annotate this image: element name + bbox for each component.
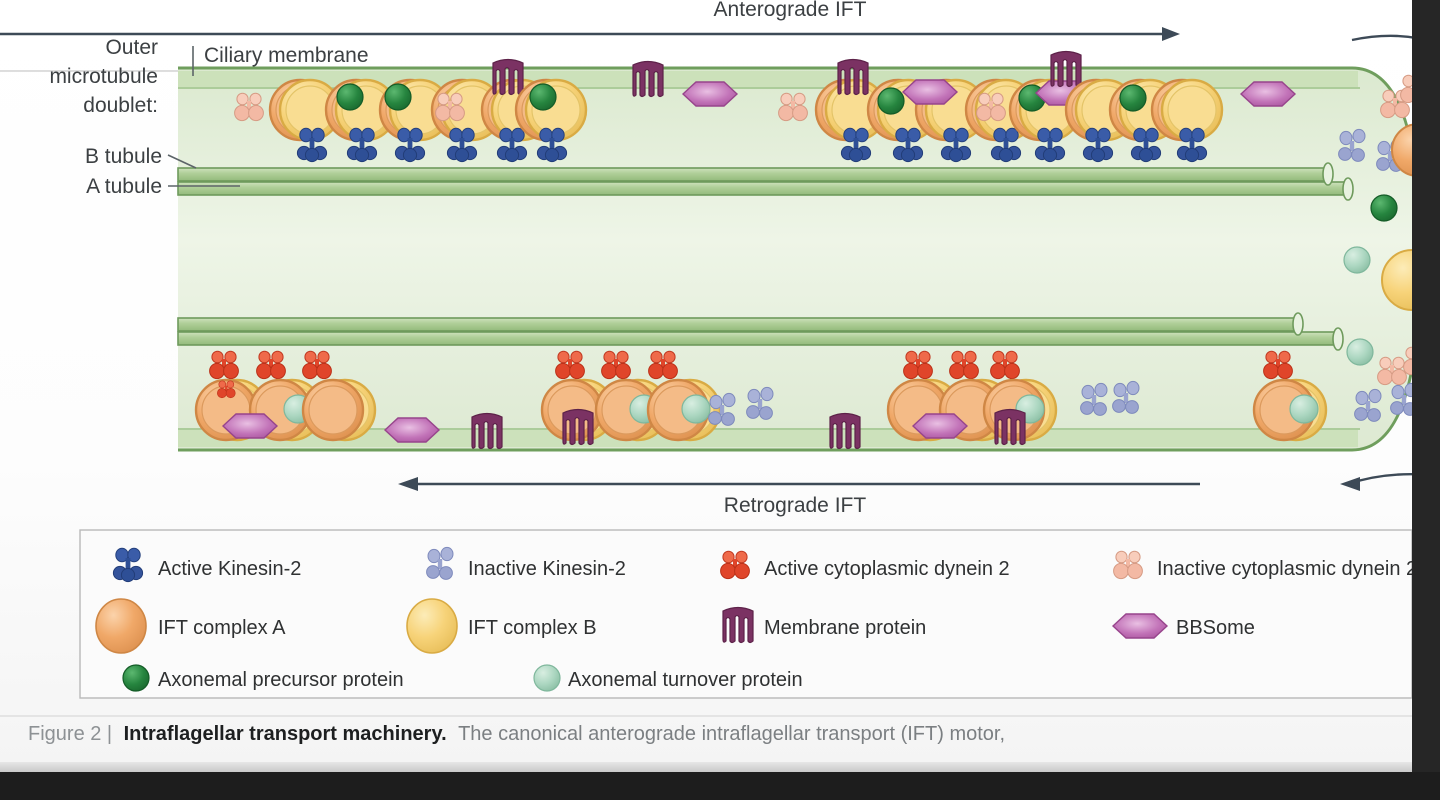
legend-label: BBSome (1176, 617, 1255, 639)
anterograde-train-2 (778, 50, 1224, 163)
legend-label: Membrane protein (764, 617, 926, 639)
ift-unit (378, 78, 452, 163)
circle-icon (533, 664, 561, 692)
legend-item-ift-complex-b: IFT complex B (406, 598, 597, 654)
anterograde-train-1 (234, 58, 588, 163)
legend-item-inactive-kinesin-2: Inactive Kinesin-2 (426, 546, 626, 580)
legend-item-axonemal-turnover: Axonemal turnover protein (533, 664, 803, 692)
bbsome-cargo (912, 413, 968, 439)
viewer-right-edge (1412, 0, 1440, 800)
ift-unit (866, 78, 940, 163)
ift-unit (301, 378, 377, 442)
caption-figure-number: Figure 2 | (28, 723, 112, 745)
legend-label: Axonemal turnover protein (568, 669, 803, 691)
leader-b-tubule (167, 154, 197, 169)
caption-body: The canonical anterograde intraflagellar… (458, 723, 1005, 745)
tip-turnover (1343, 246, 1371, 274)
b-tubule-top (177, 167, 1329, 182)
a-tubule-top (177, 181, 1349, 196)
legend-label: Inactive cytoplasmic dynein 2 (1157, 558, 1417, 580)
precursor-cargo (336, 83, 364, 111)
anterograde-arrow (0, 27, 1180, 41)
ift-unit (514, 78, 588, 163)
precursor-cargo (877, 87, 905, 115)
tip-precursor (1370, 194, 1398, 222)
legend-item-membrane-protein: Membrane protein (722, 606, 926, 644)
incoming-arrowhead-bottom (1340, 477, 1360, 491)
turnover-cargo (681, 394, 711, 424)
legend-label: Axonemal precursor protein (158, 669, 404, 691)
label-b-tubule: B tubule (85, 145, 162, 168)
legend-label: Active Kinesin-2 (158, 558, 301, 580)
legend-item-bbsome: BBSome (1112, 613, 1255, 639)
hexagon-icon (1112, 613, 1168, 639)
b-tubule-end-bottom (1332, 327, 1344, 351)
ift-unit (646, 378, 722, 442)
label-anterograde: Anterograde IFT (714, 0, 867, 21)
ift-unit (1252, 378, 1328, 442)
label-retrograde: Retrograde IFT (724, 494, 867, 517)
legend-item-inactive-dynein-2: Inactive cytoplasmic dynein 2 (1113, 550, 1417, 580)
label-outer-doublet-line2: microtubule (49, 65, 158, 88)
viewer-bottom-edge (0, 772, 1440, 800)
label-ciliary-membrane: Ciliary membrane (204, 44, 369, 67)
bbsome-cargo (902, 79, 958, 105)
tip-turnover (1346, 338, 1374, 366)
ift-unit (1008, 50, 1091, 163)
legend-item-active-kinesin-2: Active Kinesin-2 (112, 547, 301, 583)
caption-title: Intraflagellar transport machinery. (124, 723, 447, 745)
precursor-cargo (1119, 84, 1147, 112)
a-tubule-bottom (177, 317, 1299, 332)
a-tubule-end-top (1342, 177, 1354, 201)
label-a-tubule: A tubule (86, 175, 162, 198)
legend-label: IFT complex A (158, 617, 286, 639)
ift-unit (324, 78, 398, 163)
free-bbsome (1240, 81, 1296, 107)
precursor-cargo (529, 83, 557, 111)
b-tubule-end-top (1322, 162, 1334, 186)
legend-label: Active cytoplasmic dynein 2 (764, 558, 1010, 580)
free-bbsome (682, 81, 738, 107)
legend-item-axonemal-precursor: Axonemal precursor protein (122, 664, 404, 692)
a-tubule-end-bottom (1292, 312, 1304, 336)
page-bottom-shadow (0, 762, 1412, 772)
retrograde-arrow (398, 477, 1200, 491)
precursor-cargo (384, 83, 412, 111)
circle-icon (406, 598, 458, 654)
label-outer-doublet-line3: doublet: (83, 94, 158, 117)
retrograde-train-1 (194, 350, 377, 442)
legend-item-ift-complex-a: IFT complex A (95, 598, 286, 654)
outer-doublet-top (177, 162, 1354, 201)
ciliary-lumen (178, 68, 1420, 450)
figure-caption: Figure 2 | Intraflagellar transport mach… (28, 723, 1005, 745)
circle-icon (95, 598, 147, 654)
outer-doublet-bottom (177, 312, 1344, 351)
free-bbsome (384, 417, 440, 443)
retrograde-train-3 (886, 350, 1058, 446)
ift-unit (1108, 78, 1182, 163)
legend-label: IFT complex B (468, 617, 597, 639)
retrograde-train-2 (540, 350, 722, 446)
circle-icon (122, 664, 150, 692)
label-leaders (0, 46, 240, 187)
b-tubule-bottom (177, 331, 1339, 346)
legend-item-active-dynein-2: Active cytoplasmic dynein 2 (720, 550, 1010, 580)
bbsome-cargo (222, 413, 278, 439)
label-outer-doublet-line1: Outer (105, 36, 158, 59)
legend-label: Inactive Kinesin-2 (468, 558, 626, 580)
turnover-cargo (1289, 394, 1319, 424)
retrograde-train-4 (1252, 350, 1328, 442)
